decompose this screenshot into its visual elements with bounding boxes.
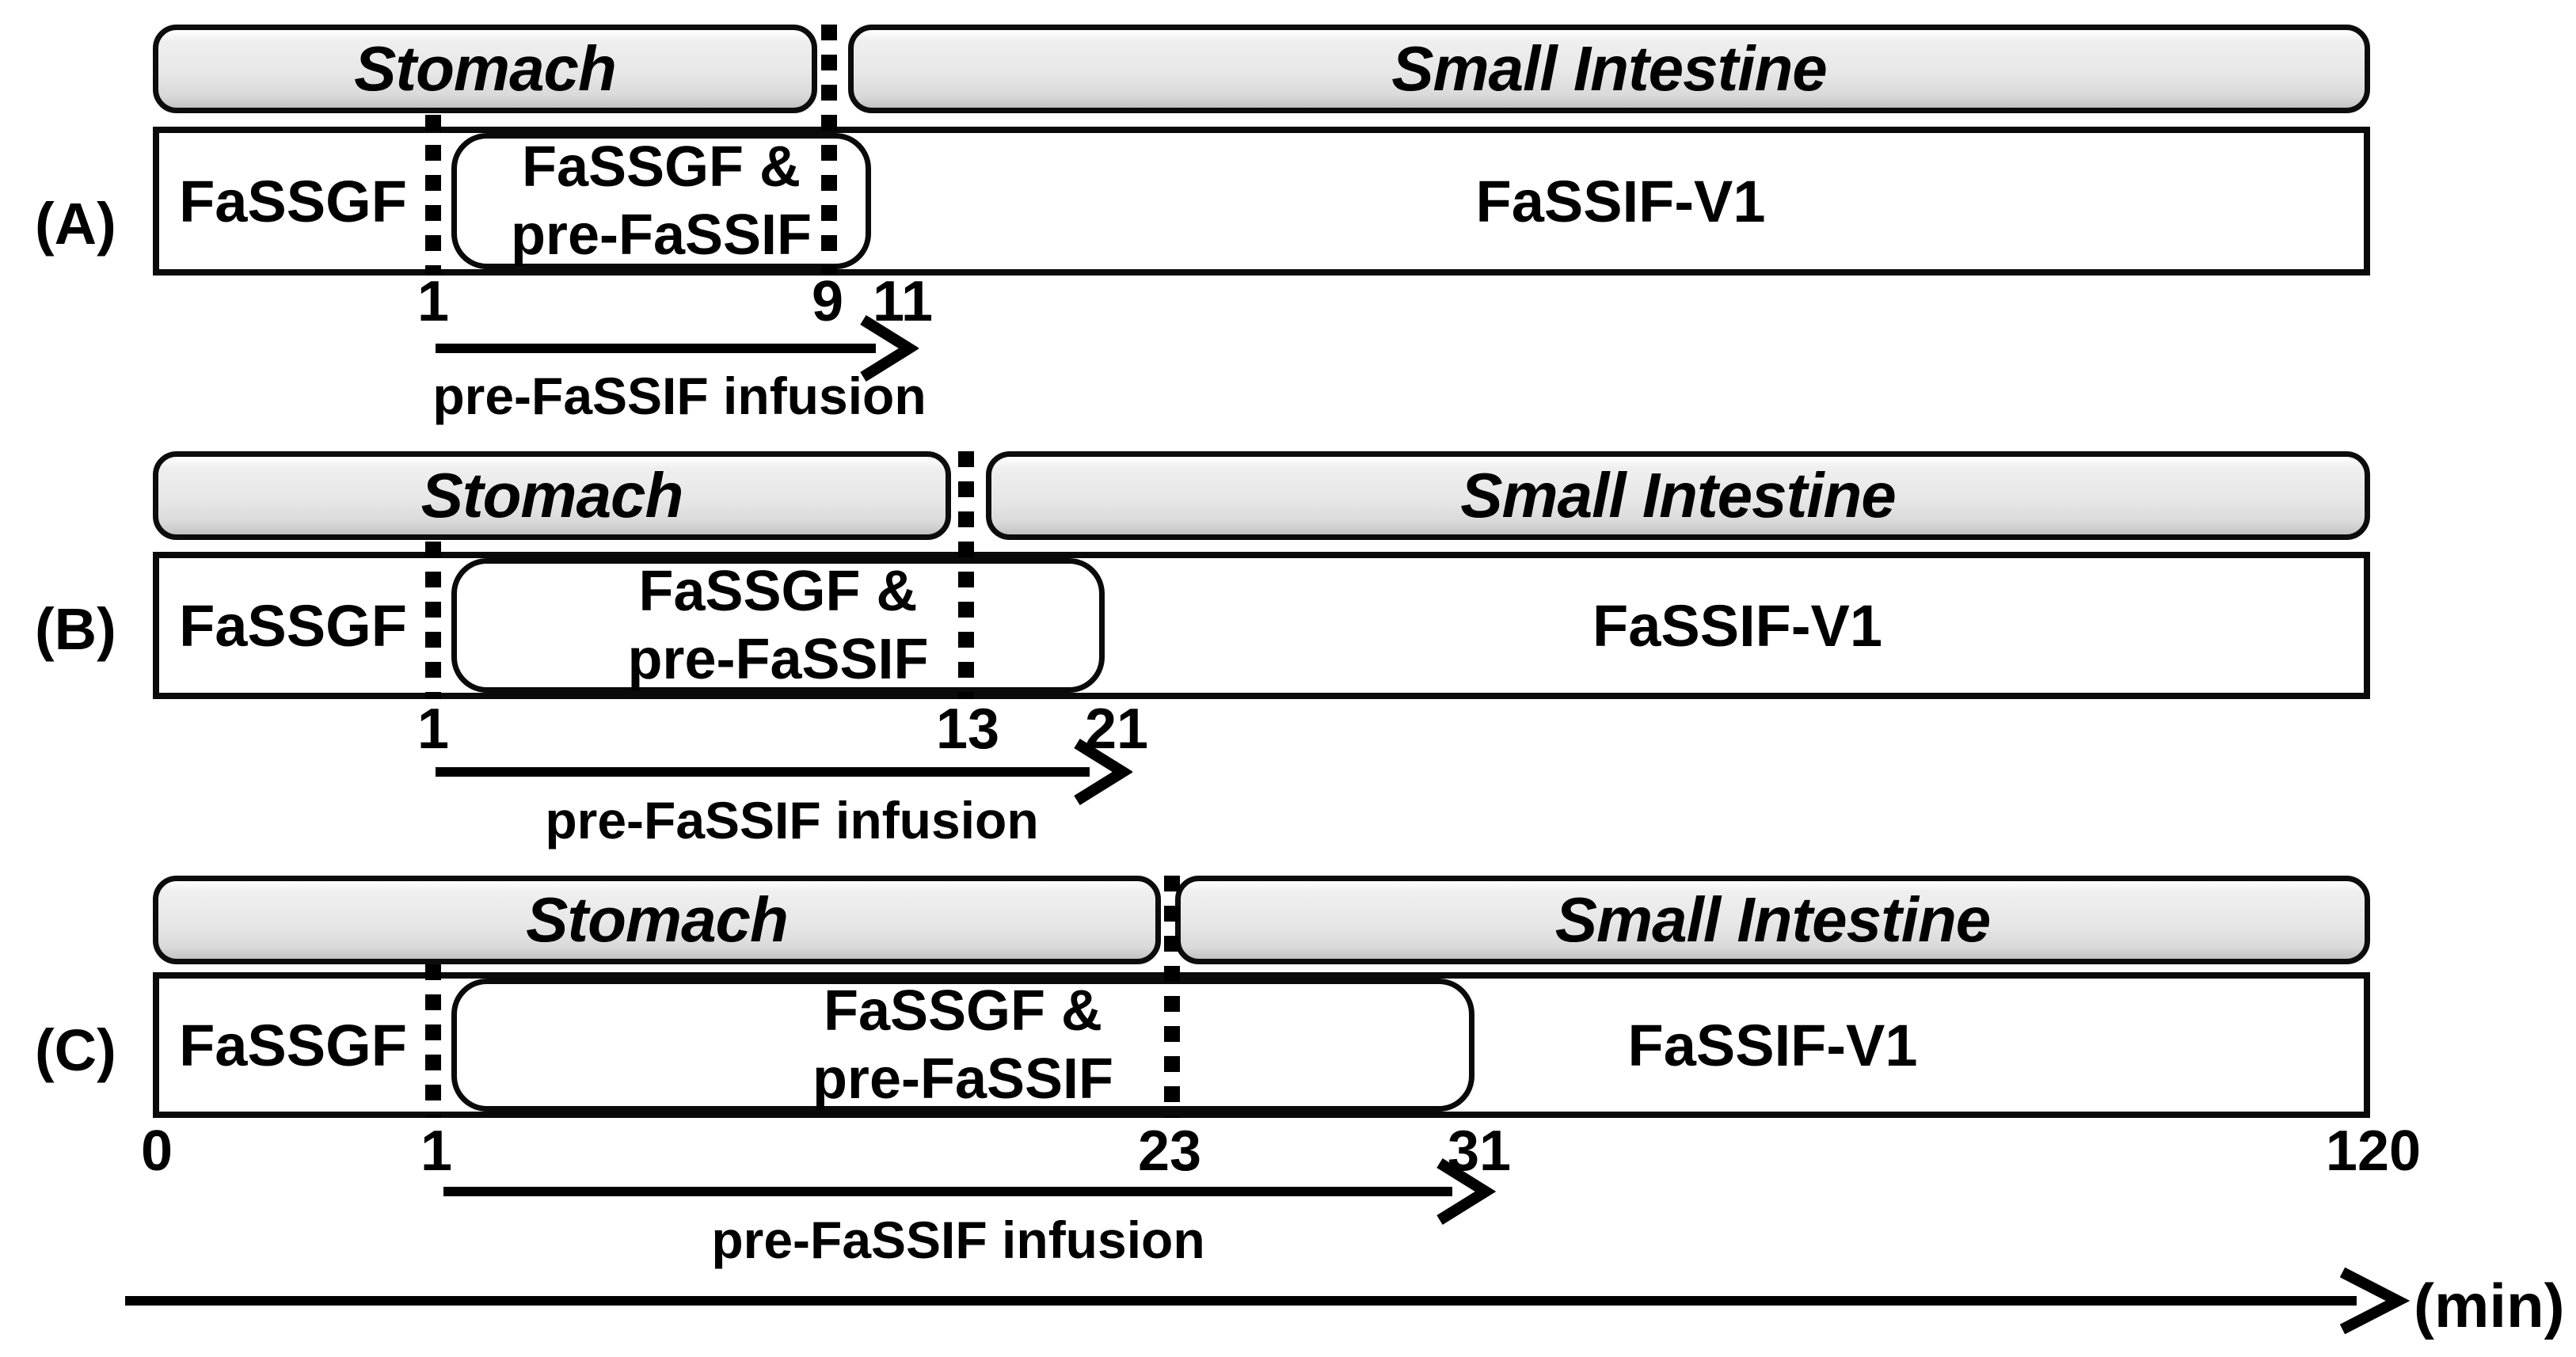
row-b-mixed-label-line1: FaSSGF &: [638, 560, 918, 623]
row-b-intestinal-label: FaSSIF-V1: [1592, 592, 1882, 659]
row-b-dotted-line-t13: [958, 451, 974, 699]
row-b-mixed-label-line2: pre-FaSSIF: [627, 628, 929, 691]
row-b-marker-1: 1: [417, 698, 450, 761]
row-a-stomach-header: Stomach: [153, 25, 817, 113]
row-b-mixed-media-box: FaSSGF & pre-FaSSIF: [451, 558, 1105, 693]
row-c-label: (C): [35, 1017, 116, 1083]
row-a-label: (A): [35, 191, 116, 257]
row-b-small-intestine-header-text: Small Intestine: [1460, 460, 1897, 530]
row-a-infusion-arrow: [436, 315, 919, 382]
row-b-infusion-arrow: [436, 739, 1132, 805]
row-b-stomach-header: Stomach: [153, 451, 951, 540]
row-a-marker-11: 11: [872, 270, 934, 333]
row-c-intestinal-label: FaSSIF-V1: [1627, 1012, 1918, 1078]
row-b-label: (B): [35, 596, 116, 662]
row-a-marker-9: 9: [811, 270, 844, 333]
row-c-small-intestine-header-text: Small Intestine: [1554, 884, 1992, 955]
row-a-infusion-label: pre-FaSSIF infusion: [432, 367, 927, 425]
row-b-small-intestine-header: Small Intestine: [986, 451, 2370, 540]
row-c-marker-0: 0: [140, 1119, 173, 1183]
row-b-gastric-label: FaSSGF: [179, 592, 407, 659]
row-c-dotted-line-t23: [1164, 876, 1180, 1118]
row-b-marker-21: 21: [1084, 698, 1149, 761]
row-c-gastric-label: FaSSGF: [179, 1012, 407, 1078]
row-a-mixed-media-box: FaSSGF & pre-FaSSIF: [451, 133, 871, 269]
row-a-marker-1: 1: [417, 270, 450, 333]
row-a-dotted-line-t1: [425, 115, 441, 276]
row-c-stomach-header-text: Stomach: [526, 884, 789, 955]
row-c-mixed-label-line2: pre-FaSSIF: [812, 1047, 1114, 1111]
row-a-small-intestine-header: Small Intestine: [848, 25, 2370, 113]
row-c-small-intestine-header: Small Intestine: [1175, 876, 2370, 964]
row-c-mixed-media-box: FaSSGF & pre-FaSSIF: [451, 979, 1474, 1112]
row-a-gastric-label: FaSSGF: [179, 168, 407, 234]
row-a-stomach-header-text: Stomach: [354, 33, 617, 104]
row-a-mixed-label-line1: FaSSGF &: [521, 135, 801, 199]
row-c-infusion-label: pre-FaSSIF infusion: [711, 1211, 1205, 1269]
row-c-dotted-line-t1: [425, 964, 441, 1118]
row-c-mixed-label-line1: FaSSGF &: [823, 979, 1103, 1043]
row-c-infusion-arrow: [443, 1158, 1497, 1225]
row-a-mixed-label-line2: pre-FaSSIF: [510, 203, 812, 267]
time-axis-arrow: [125, 1267, 2410, 1335]
row-a-intestinal-label: FaSSIF-V1: [1475, 168, 1766, 234]
row-b-dotted-line-t1: [425, 542, 441, 699]
row-c-stomach-header: Stomach: [153, 876, 1161, 964]
row-a-dotted-line-t9: [821, 25, 837, 276]
row-b-marker-13: 13: [935, 698, 1000, 761]
row-a-small-intestine-header-text: Small Intestine: [1391, 33, 1828, 104]
row-c-marker-120: 120: [2325, 1119, 2422, 1183]
time-axis-unit-label: (min): [2414, 1271, 2565, 1340]
row-b-stomach-header-text: Stomach: [420, 460, 684, 530]
row-c-marker-1: 1: [420, 1119, 453, 1183]
row-b-infusion-label: pre-FaSSIF infusion: [545, 791, 1039, 850]
row-c-marker-23: 23: [1137, 1119, 1202, 1183]
